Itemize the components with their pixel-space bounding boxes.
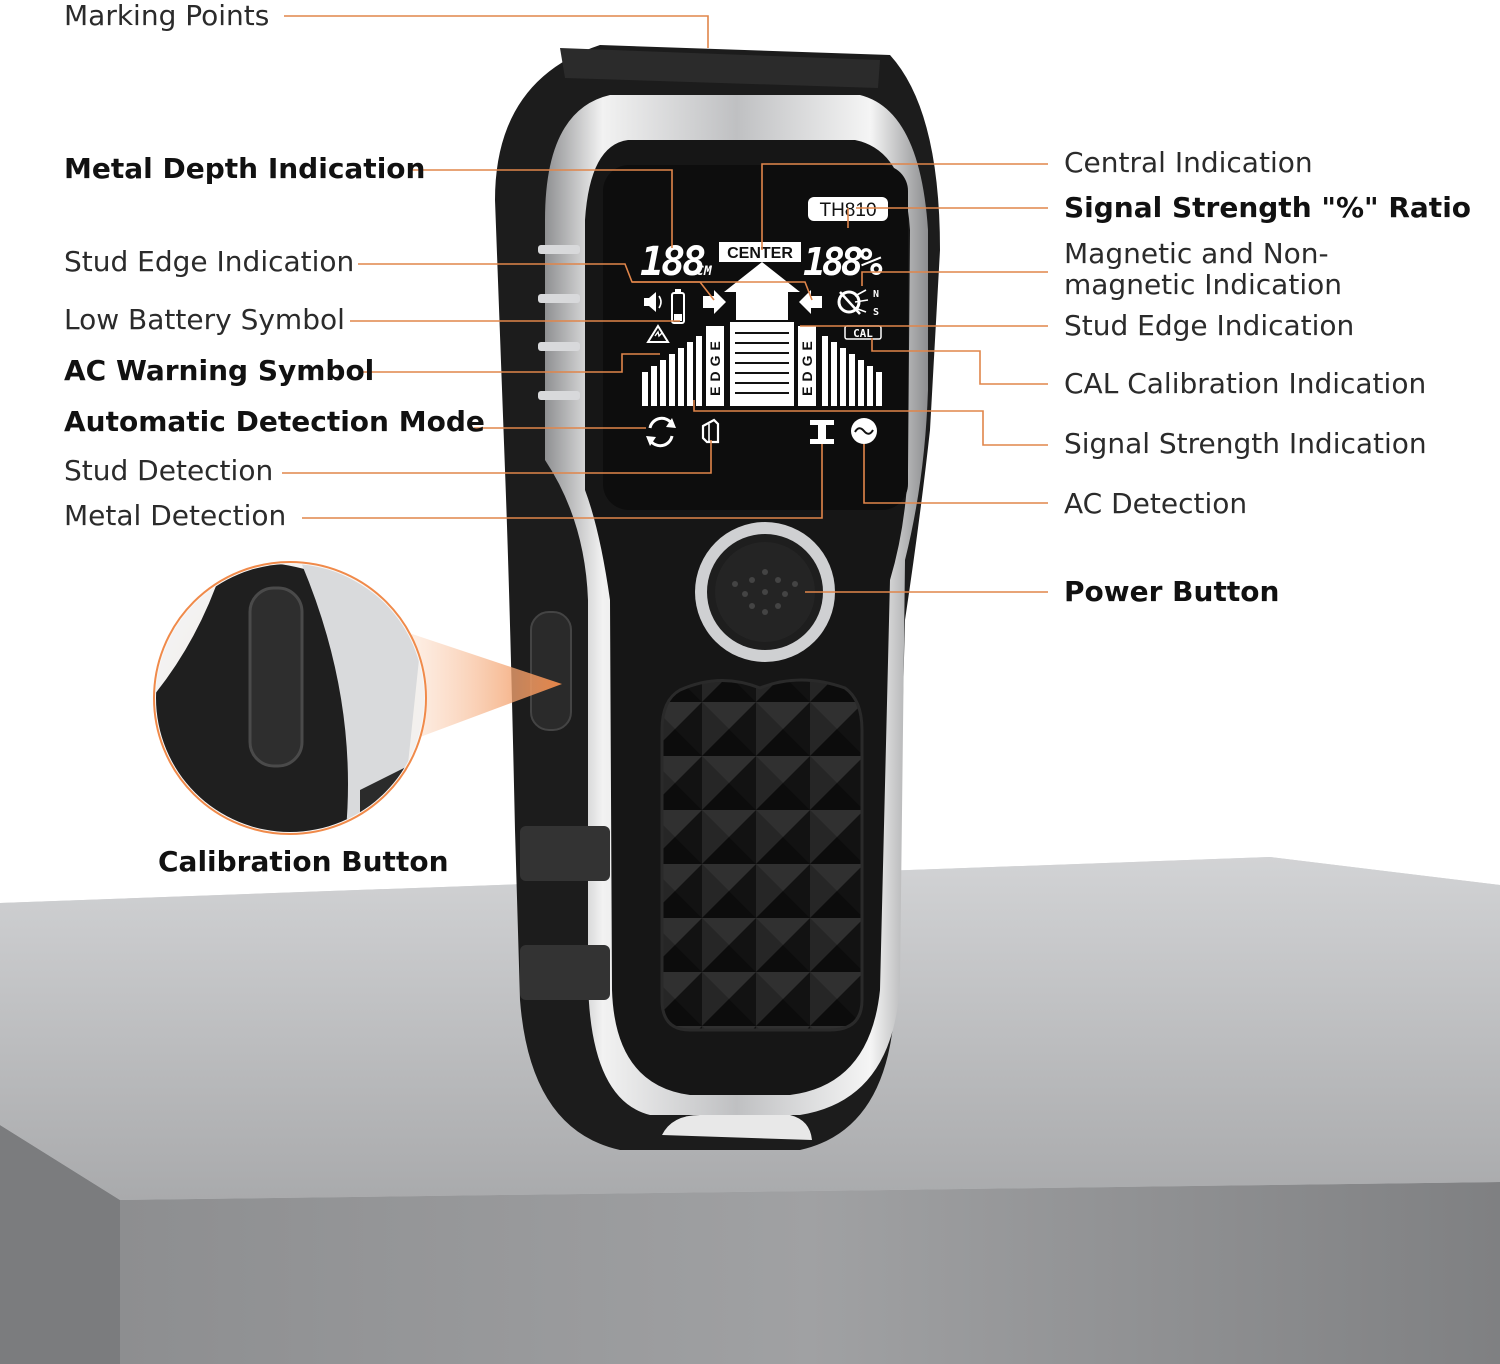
- rubber-grip-pad: [660, 678, 864, 1032]
- depth-unit: CM: [696, 264, 713, 279]
- signal-bars-right: [822, 336, 882, 406]
- low-battery-icon: [671, 289, 685, 324]
- callout-lines: [282, 15, 1048, 593]
- cal-text: CAL: [853, 327, 873, 340]
- center-badge: [719, 242, 801, 262]
- label-marking-points: Marking Points: [64, 0, 270, 32]
- label-stud-edge-left: Stud Edge Indication: [64, 245, 355, 278]
- magnetic-icon: [837, 289, 869, 315]
- label-ac-warning: AC Warning Symbol: [64, 354, 375, 387]
- auto-mode-icon: [646, 416, 676, 448]
- label-ac-detection: AC Detection: [1064, 487, 1248, 520]
- speaker-icon: [644, 292, 662, 312]
- label-signal-ratio: Signal Strength "%" Ratio: [1064, 191, 1472, 224]
- calibration-button-zoom: [153, 561, 562, 835]
- signal-bars-left: [642, 336, 702, 406]
- label-cal-calibration: CAL Calibration Indication: [1064, 367, 1427, 400]
- power-button[interactable]: [695, 522, 835, 662]
- south-label: S: [873, 307, 879, 318]
- label-calibration-button: Calibration Button: [158, 845, 449, 878]
- label-low-battery: Low Battery Symbol: [64, 303, 345, 336]
- label-signal-strength: Signal Strength Indication: [1064, 427, 1427, 460]
- lcd-display: TH810 188 CM CENTER 188%: [640, 197, 888, 448]
- ac-warning-icon: [646, 324, 670, 343]
- center-arrow-icon: [724, 262, 800, 320]
- label-auto-mode: Automatic Detection Mode: [64, 405, 485, 438]
- label-central: Central Indication: [1064, 146, 1313, 179]
- metal-i-beam-icon: [810, 420, 834, 444]
- center-text: CENTER: [727, 245, 793, 262]
- label-power-button: Power Button: [1064, 575, 1280, 608]
- edge-text-left: EDGE: [707, 336, 723, 396]
- label-metal-depth: Metal Depth Indication: [64, 152, 426, 185]
- edge-arrow-left-icon: [799, 290, 822, 314]
- percent-readout: 188%: [803, 240, 883, 284]
- label-stud-edge-right: Stud Edge Indication: [1064, 309, 1355, 342]
- label-magnetic-1: Magnetic and Non-: [1064, 237, 1329, 270]
- stud-icon: [701, 418, 720, 444]
- edge-arrow-right-icon: [703, 290, 726, 314]
- ac-detection-icon: [851, 418, 877, 444]
- depth-readout: 188: [640, 239, 705, 285]
- label-magnetic-2: magnetic Indication: [1064, 268, 1342, 301]
- label-stud-detection: Stud Detection: [64, 454, 274, 487]
- label-metal-detection: Metal Detection: [64, 499, 287, 532]
- north-label: N: [873, 289, 879, 300]
- edge-text-right: EDGE: [799, 336, 815, 396]
